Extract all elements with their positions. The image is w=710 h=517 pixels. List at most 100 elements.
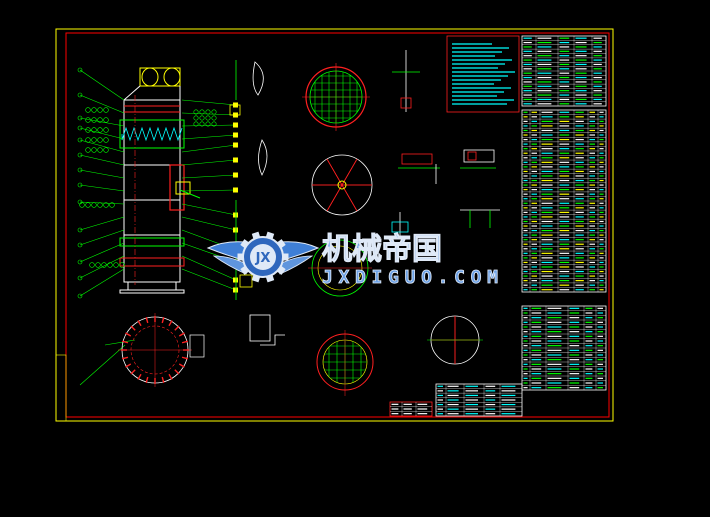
tower-callout-leaders [77, 67, 136, 386]
watermark: JX 机械帝国 JXDIGUO.COM [206, 231, 499, 288]
callout-bubble [85, 202, 91, 208]
leader-line [79, 154, 125, 166]
leader-line [79, 94, 125, 114]
leader-line [104, 339, 136, 346]
leader-line [181, 134, 237, 140]
callout-bubble [97, 137, 103, 143]
callout-bubble [103, 147, 109, 153]
callout-bubble [77, 275, 83, 281]
callout-bubble [91, 107, 97, 113]
binding-margin-box [55, 354, 67, 422]
leader-line [79, 139, 125, 153]
callout-bubble [79, 202, 85, 208]
leader-line [79, 201, 125, 205]
anchor-bolt [161, 376, 165, 384]
section-view-middle [311, 154, 373, 216]
support-beam [326, 158, 358, 212]
anchor-bolt [178, 363, 185, 368]
gear-tooth [237, 253, 245, 261]
callout-bubble [205, 121, 211, 127]
leader-line [79, 184, 125, 192]
anchor-bolt [125, 332, 132, 337]
anchor-bolt [181, 356, 189, 360]
callout-bubble [193, 109, 199, 115]
anchor-bolt [181, 340, 189, 344]
leader-line [181, 124, 237, 127]
callout-bubble [193, 121, 199, 127]
inner-frame [65, 32, 610, 418]
callout-bubble [119, 262, 125, 268]
technical-notes-block [446, 35, 520, 113]
callout-bubble [95, 262, 101, 268]
anchor-bolt [178, 332, 185, 337]
callout-bubble [199, 121, 205, 127]
callout-bubble [103, 202, 109, 208]
callout-bubble [103, 137, 109, 143]
callout-bubble [85, 147, 91, 153]
anchor-bolt [125, 363, 132, 368]
leader-line [79, 229, 125, 246]
callout-bubble [193, 115, 199, 121]
section-view-lower [308, 239, 372, 297]
callout-bubble [211, 109, 217, 115]
design-data-table [521, 35, 607, 107]
section-view-bottom [316, 330, 374, 396]
leader-line [181, 203, 237, 216]
callout-bubble [205, 109, 211, 115]
callout-bubble [91, 117, 97, 123]
callout-bubble [97, 117, 103, 123]
callout-bubble [77, 115, 83, 121]
callout-bubble [103, 127, 109, 133]
callout-bubble [103, 107, 109, 113]
callout-bubble [89, 262, 95, 268]
leader-line [181, 268, 237, 291]
anchor-bolt [121, 340, 129, 344]
leader-line [79, 344, 126, 386]
leader-line [79, 169, 125, 179]
leader-line [79, 268, 125, 297]
callout-bubble [85, 127, 91, 133]
callout-bubble [77, 242, 83, 248]
anchor-bolt [137, 373, 142, 380]
leader-line [79, 242, 125, 263]
outer-frame [55, 28, 614, 422]
callout-bubble [77, 125, 83, 131]
gear-tooth [281, 253, 289, 261]
callout-bubble [107, 262, 113, 268]
leader-line [181, 189, 237, 192]
tower-elevation-view [119, 67, 201, 294]
anchor-bolt [174, 369, 180, 375]
callout-bubble [77, 152, 83, 158]
anchor-bolt [174, 325, 180, 331]
leader-line [181, 255, 237, 281]
callout-bubble [77, 167, 83, 173]
leader-line [79, 255, 125, 279]
leader-line [79, 117, 125, 127]
callout-tag [233, 187, 238, 193]
anchor-bolt [168, 320, 173, 327]
callout-tag [233, 122, 238, 128]
callout-bubble [77, 293, 83, 299]
callout-bubble [97, 147, 103, 153]
winged-gear-logo: JX [206, 231, 320, 283]
callout-tag [233, 132, 238, 138]
anchor-bolt [145, 316, 149, 324]
callout-bubble [109, 202, 115, 208]
callout-bubble [77, 182, 83, 188]
callout-bubble [77, 227, 83, 233]
callout-bubble [77, 92, 83, 98]
nozzle-table [521, 109, 607, 293]
callout-bubble [91, 202, 97, 208]
callout-bubble [77, 67, 83, 73]
callout-bubble [199, 115, 205, 121]
logo-letters: JX [255, 251, 271, 266]
plan-view-base [118, 313, 205, 387]
nozzle-orientation-view [427, 315, 483, 365]
leader-line [79, 127, 125, 140]
callout-bubble [101, 262, 107, 268]
callout-bubble [77, 137, 83, 143]
anchor-bolt [161, 316, 165, 324]
packing-layer [121, 126, 183, 142]
leader-line [181, 174, 237, 179]
anchor-bolt [130, 325, 136, 331]
